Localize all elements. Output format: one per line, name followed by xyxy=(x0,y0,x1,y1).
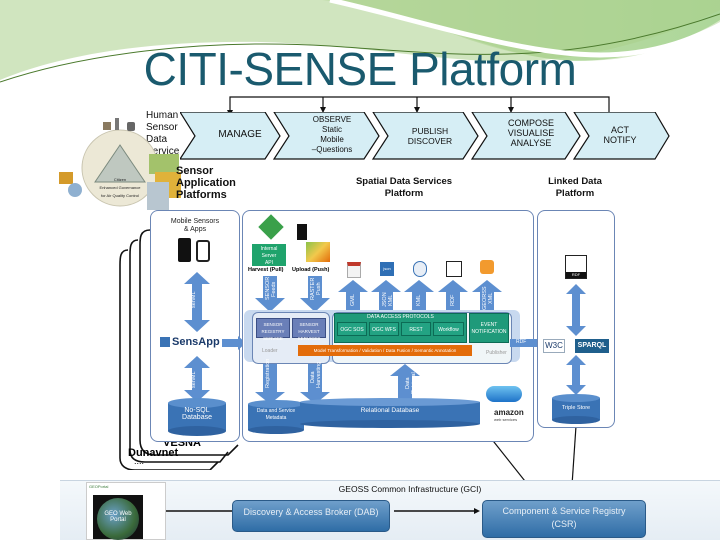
sensor-harvest-services[interactable]: SENSOR HARVEST SERVICES xyxy=(292,318,326,341)
raster-map-icon xyxy=(306,242,330,262)
senml-right-arrow xyxy=(222,336,246,350)
relational-database-icon xyxy=(300,398,480,428)
chevron-publish[interactable] xyxy=(371,112,479,160)
event-notification[interactable]: EVENT NOTIFICATION xyxy=(469,313,509,343)
ingest-arrows xyxy=(255,276,330,312)
amazon-sub: web services xyxy=(494,417,518,422)
senml-label-2: senML xyxy=(191,371,197,389)
rss-icon xyxy=(480,260,494,274)
georss-arrow-label: GEORSS XML xyxy=(482,286,494,310)
android-phone-icon xyxy=(196,240,210,262)
governance-label: Citizen Enhanced Governance for Air Qual… xyxy=(99,177,141,198)
step-compose: COMPOSE VISUALISE ANALYSE xyxy=(507,118,555,148)
publisher-label: Publisher xyxy=(486,350,507,356)
w3c-logo: W3C xyxy=(543,339,565,353)
process-chain xyxy=(180,112,670,160)
chevron-manage[interactable] xyxy=(180,112,281,160)
amazon-logo: amazon xyxy=(494,408,524,417)
raster-push-label: RASTER Push xyxy=(310,277,322,300)
stacked-platforms xyxy=(119,229,239,470)
step-publish: PUBLISH DISCOVER xyxy=(407,126,453,146)
background-swoosh xyxy=(0,0,720,83)
relational-label: Relational Database xyxy=(360,407,420,414)
loader-label: Loader xyxy=(262,348,278,354)
protocol-ogc-wfs[interactable]: OGC WFS xyxy=(369,322,399,336)
gml-arrow-label: GML xyxy=(350,294,356,306)
heading-sensor-platforms: Sensor Application Platforms xyxy=(176,165,236,201)
metadata-label: Data and Service Metadata xyxy=(256,408,296,421)
retrieval-label: Data Retrieval xyxy=(405,372,417,394)
phone-icon xyxy=(178,238,191,262)
json-icon: json xyxy=(380,262,394,276)
kml-arrow-label: KML xyxy=(416,294,422,306)
step-act: ACT NOTIFY xyxy=(603,125,637,145)
nosql-label: No-SQL Database xyxy=(182,407,212,421)
db-arrows xyxy=(255,364,420,404)
rdf-sparql-arrow xyxy=(566,284,586,336)
protocols-title: DATA ACCESS PROTOCOLS xyxy=(367,314,434,320)
mobile-sensors-label: Mobile Sensors & Apps xyxy=(170,218,220,233)
gml-file-icon xyxy=(347,262,361,278)
kml-globe-icon xyxy=(413,261,427,277)
heading-linked: Linked Data Platform xyxy=(548,176,602,199)
rdf-arrow-text: RDF xyxy=(516,339,527,345)
platform-dunavnet: Dunavnet xyxy=(128,447,179,459)
gci-title: GEOSS Common Infrastructure (GCI) xyxy=(338,484,482,494)
protocol-ogc-sos[interactable]: OGC SOS xyxy=(337,322,367,336)
triple-store-label: Triple Store xyxy=(561,405,591,411)
page-title: CITI-SENSE Platform xyxy=(143,43,577,95)
csr-button[interactable]: Component & Service Registry (CSR) xyxy=(482,500,646,538)
step-manage: MANAGE xyxy=(218,129,262,140)
senml-double-arrow-2 xyxy=(184,356,210,402)
rdf-arrow-label: RDF xyxy=(450,294,456,306)
chevron-compose[interactable] xyxy=(470,112,581,160)
step-observe: OBSERVE Static Mobile –Questions xyxy=(311,115,353,154)
triple-store-icon xyxy=(552,394,600,424)
sparql-triple-arrow xyxy=(566,355,586,395)
geo-web-portal-screenshot[interactable]: GEOPortal GEO Web Portal xyxy=(86,482,166,540)
harvesting-label: Data Harvesting xyxy=(310,361,322,388)
chevron-act[interactable] xyxy=(572,112,670,160)
protocol-workflow[interactable]: Workflow xyxy=(433,322,464,336)
internal-api-box: Internal Server API xyxy=(252,244,286,266)
dab-button[interactable]: Discovery & Access Broker (DAB) xyxy=(232,500,390,532)
registration-label: Registration xyxy=(265,358,271,388)
model-transformation-bar: Model Transformation / Validation / Data… xyxy=(298,345,472,356)
harvest-label: Harvest (Pull) xyxy=(248,267,284,273)
nosql-database-icon xyxy=(168,398,226,436)
sensor-registry-service[interactable]: SENSOR REGISTRY SERVICE xyxy=(256,318,290,341)
platform-more: .... xyxy=(134,456,145,466)
rdf-icon xyxy=(446,261,462,277)
metadata-database-icon xyxy=(248,400,304,434)
sensapp-logo: SensApp xyxy=(160,336,220,348)
upload-label: Upload (Push) xyxy=(292,267,330,273)
citizen-governance-graphic xyxy=(59,118,181,210)
senml-double-arrow xyxy=(184,272,210,332)
cloud-icon xyxy=(486,386,522,402)
output-arrows xyxy=(338,280,502,312)
heading-spatial: Spatial Data Services Platform xyxy=(355,176,453,199)
json-arrow-label: JSON KML xyxy=(382,292,394,308)
linked-rdf-icon: RDF xyxy=(565,255,587,279)
protocol-rest[interactable]: REST xyxy=(401,322,431,336)
chevron-observe[interactable] xyxy=(272,112,380,160)
human-sensor-data-service-label: Human Sensor Data Service xyxy=(146,110,180,157)
mobile-upload-icon xyxy=(297,224,307,240)
sparql-endpoint[interactable]: SPARQL xyxy=(575,339,609,353)
sensor-feeds-label: SENSOR Feeds xyxy=(265,276,277,300)
senml-label: senML xyxy=(191,291,197,309)
